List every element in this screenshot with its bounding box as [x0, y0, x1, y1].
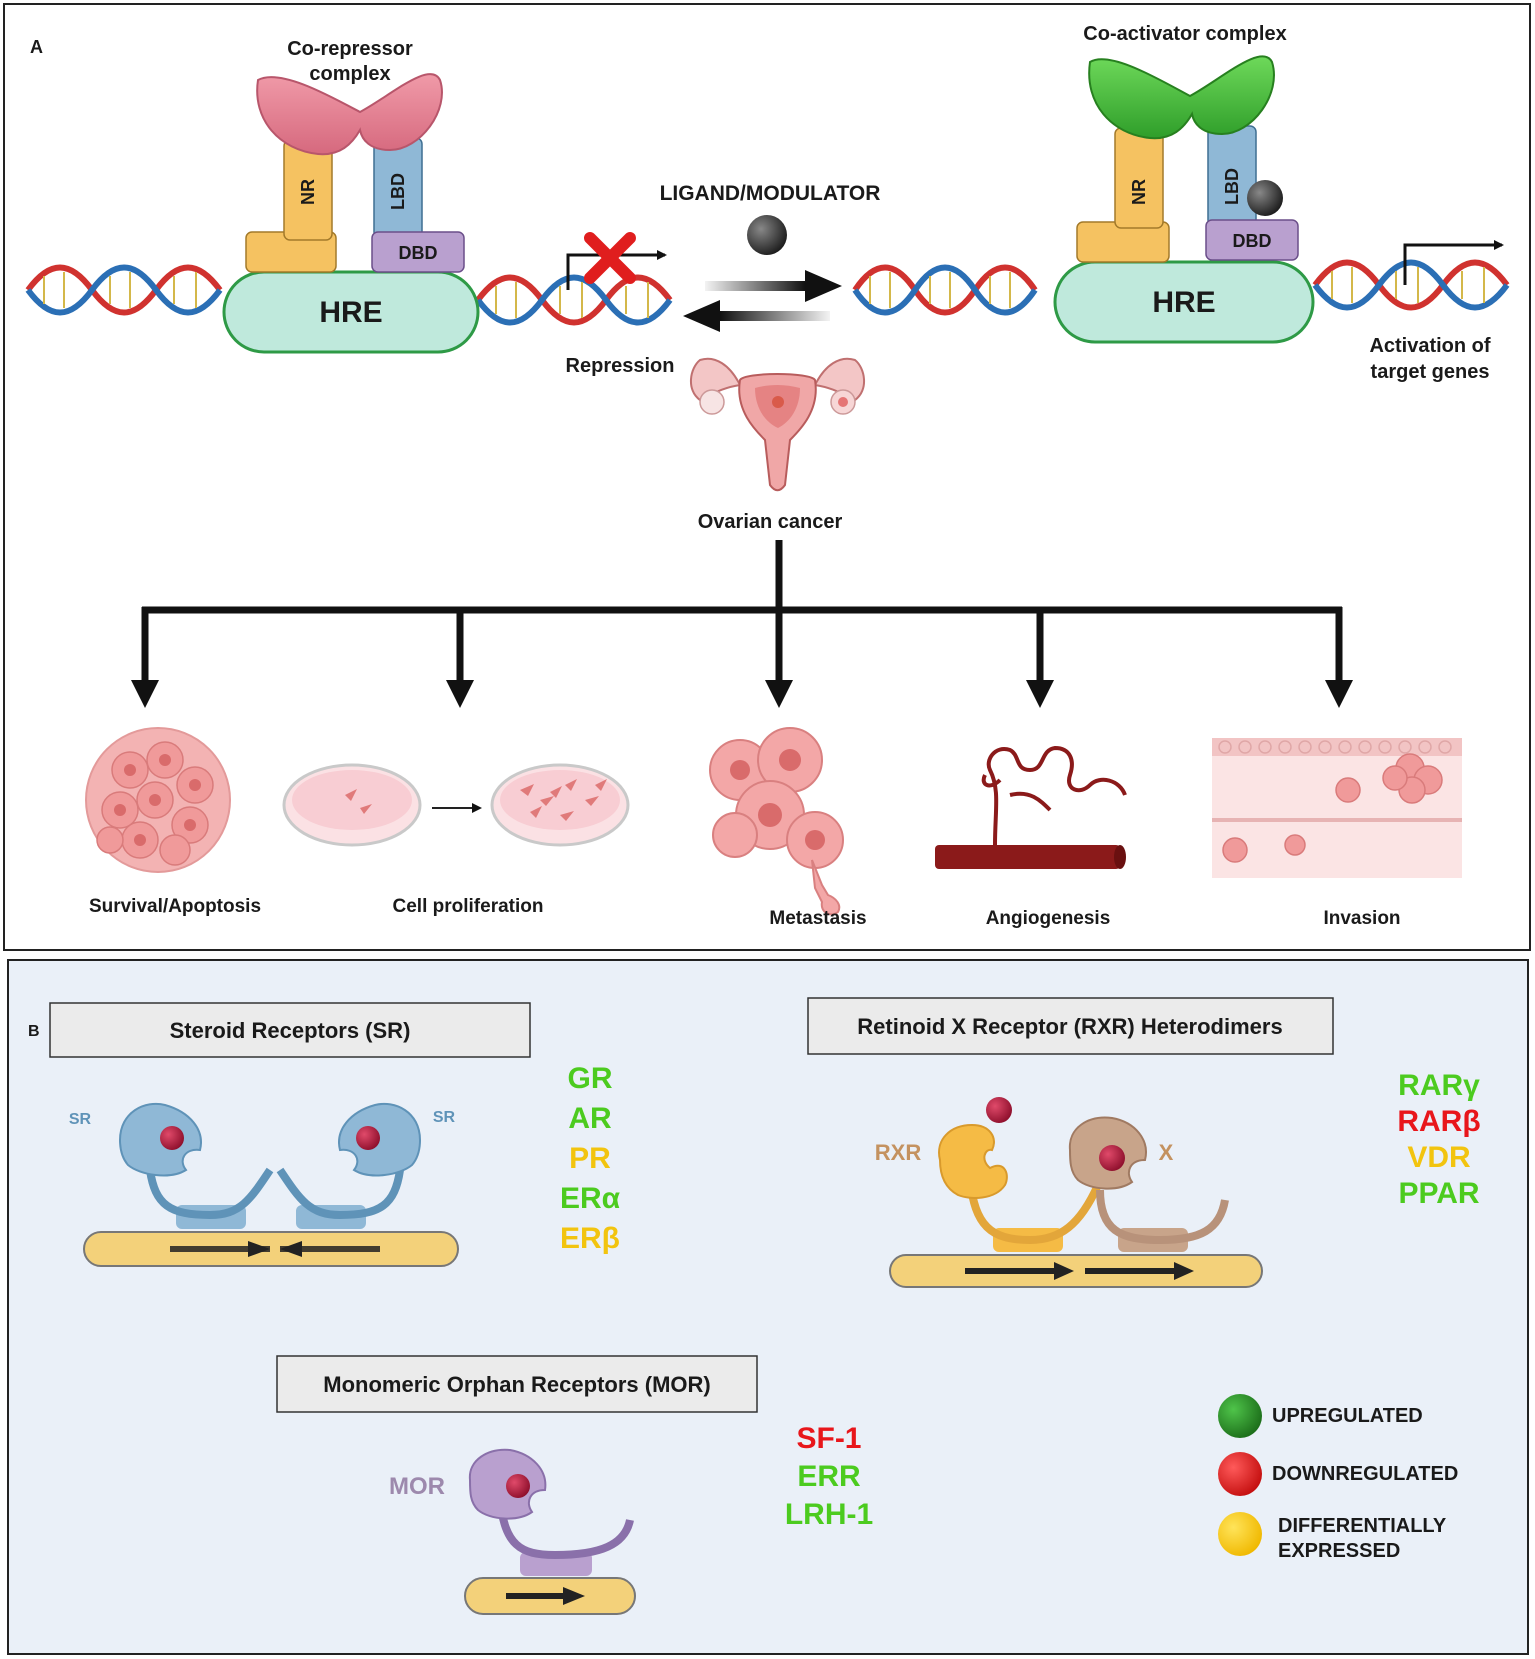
mor-title: Monomeric Orphan Receptors (MOR)	[323, 1372, 710, 1397]
sr-gene-list: GR AR PR ERα ERβ	[560, 1062, 621, 1255]
rxr-gene: VDR	[1407, 1141, 1471, 1174]
equilibrium-arrows	[683, 270, 842, 332]
sr-tag-right: SR	[433, 1109, 456, 1126]
mor-title-box	[276, 1355, 758, 1413]
corepressor-assembly: HRE NR LBD DBD Co-repressor complex	[222, 38, 480, 354]
activation-arrow	[1403, 240, 1504, 285]
differential-swatch	[1218, 1512, 1262, 1556]
dna-right-2	[1312, 259, 1510, 311]
dbd-label-right: DBD	[1233, 231, 1272, 251]
repressed-transcription	[566, 232, 667, 290]
dbd-label-left: DBD	[399, 243, 438, 263]
outcome-angiogenesis: Angiogenesis	[986, 908, 1111, 929]
rxr-title: Retinoid X Receptor (RXR) Heterodimers	[857, 1014, 1282, 1039]
sr-gene: ERβ	[560, 1222, 620, 1255]
legend-differential-2: EXPRESSED	[1278, 1540, 1400, 1562]
sr-title: Steroid Receptors (SR)	[170, 1018, 411, 1043]
sr-illustration	[83, 1102, 459, 1267]
nr-label-right: NR	[1129, 179, 1149, 205]
outcome-proliferation: Cell proliferation	[393, 896, 544, 917]
upregulated-swatch	[1218, 1394, 1262, 1438]
dna-left-2	[475, 274, 673, 326]
activation-label-2: target genes	[1371, 361, 1490, 383]
panel-a-label: A	[30, 37, 43, 57]
dbd-block-right	[1205, 219, 1299, 261]
mor-illustration	[464, 1448, 636, 1615]
rxr-gene: PPAR	[1398, 1177, 1479, 1210]
ligand-icon	[747, 215, 787, 255]
hre-box-left	[222, 270, 480, 354]
angiogenesis-illustration	[935, 745, 1127, 869]
sr-gene: PR	[569, 1142, 611, 1175]
coactivator-shape	[1088, 55, 1275, 140]
mor-gene-list: SF-1 ERR LRH-1	[785, 1422, 873, 1531]
rxr-gene-list: RARγ RARβ VDR PPAR	[1397, 1069, 1480, 1210]
coactivator-label: Co-activator complex	[1083, 23, 1286, 45]
rxr-title-box	[807, 997, 1334, 1055]
panel-b-frame	[7, 959, 1529, 1655]
repression-label: Repression	[566, 355, 675, 377]
x-tag: X	[1159, 1140, 1174, 1165]
nr-label-left: NR	[298, 179, 318, 205]
survival-illustration	[85, 727, 231, 873]
corepressor-label-1: Co-repressor	[287, 38, 413, 60]
coactivator-assembly: HRE NR LBD DBD Co-activator complex	[1053, 23, 1315, 344]
proliferation-illustration	[282, 763, 630, 847]
nr-block-right	[1114, 127, 1164, 229]
hre-label-right: HRE	[1152, 286, 1215, 319]
rxr-gene: RARβ	[1397, 1105, 1480, 1138]
outcome-tree	[141, 540, 1343, 680]
sr-gene: AR	[568, 1102, 612, 1135]
activation-label-1: Activation of	[1369, 335, 1490, 357]
panel-b-label: B	[28, 1023, 40, 1040]
mor-gene: ERR	[797, 1460, 861, 1493]
mor-tag: MOR	[389, 1473, 445, 1500]
sr-title-box	[49, 1002, 531, 1058]
sr-gene: ERα	[560, 1182, 621, 1215]
dna-left	[25, 264, 223, 316]
invasion-illustration	[1212, 738, 1462, 878]
rxr-gene: RARγ	[1398, 1069, 1480, 1102]
ovarian-cancer-label: Ovarian cancer	[698, 511, 843, 533]
lbd-label-left: LBD	[388, 173, 408, 210]
legend: UPREGULATED DOWNREGULATED DIFFERENTIALLY…	[1218, 1394, 1458, 1562]
dna-right	[852, 264, 1038, 316]
ligand-label: LIGAND/MODULATOR	[660, 182, 881, 205]
outcome-labels: Survival/Apoptosis Cell proliferation Me…	[89, 896, 1401, 929]
legend-differential-1: DIFFERENTIALLY	[1278, 1515, 1447, 1537]
hre-label-left: HRE	[319, 296, 382, 329]
bound-ligand-icon	[1247, 180, 1283, 216]
downregulated-swatch	[1218, 1452, 1262, 1496]
rxr-illustration	[889, 1097, 1263, 1288]
outcome-invasion: Invasion	[1323, 908, 1400, 929]
lbd-label-right: LBD	[1222, 168, 1242, 205]
mor-gene: LRH-1	[785, 1498, 873, 1531]
corepressor-shape	[256, 73, 443, 156]
outcome-metastasis: Metastasis	[769, 908, 866, 929]
uterus-icon	[690, 357, 865, 492]
hre-box-right	[1053, 260, 1315, 344]
legend-downregulated: DOWNREGULATED	[1272, 1463, 1458, 1485]
dbd-block-left	[371, 231, 465, 273]
sr-tag-left: SR	[69, 1111, 92, 1128]
rxr-tag: RXR	[875, 1140, 922, 1165]
legend-upregulated: UPREGULATED	[1272, 1405, 1423, 1427]
corepressor-label-2: complex	[309, 63, 390, 85]
sr-gene: GR	[568, 1062, 613, 1095]
mor-gene: SF-1	[796, 1422, 861, 1455]
block-x-icon	[584, 232, 636, 284]
outcome-survival: Survival/Apoptosis	[89, 896, 261, 917]
outcome-arrowheads	[131, 680, 1353, 708]
metastasis-illustration	[709, 727, 844, 916]
